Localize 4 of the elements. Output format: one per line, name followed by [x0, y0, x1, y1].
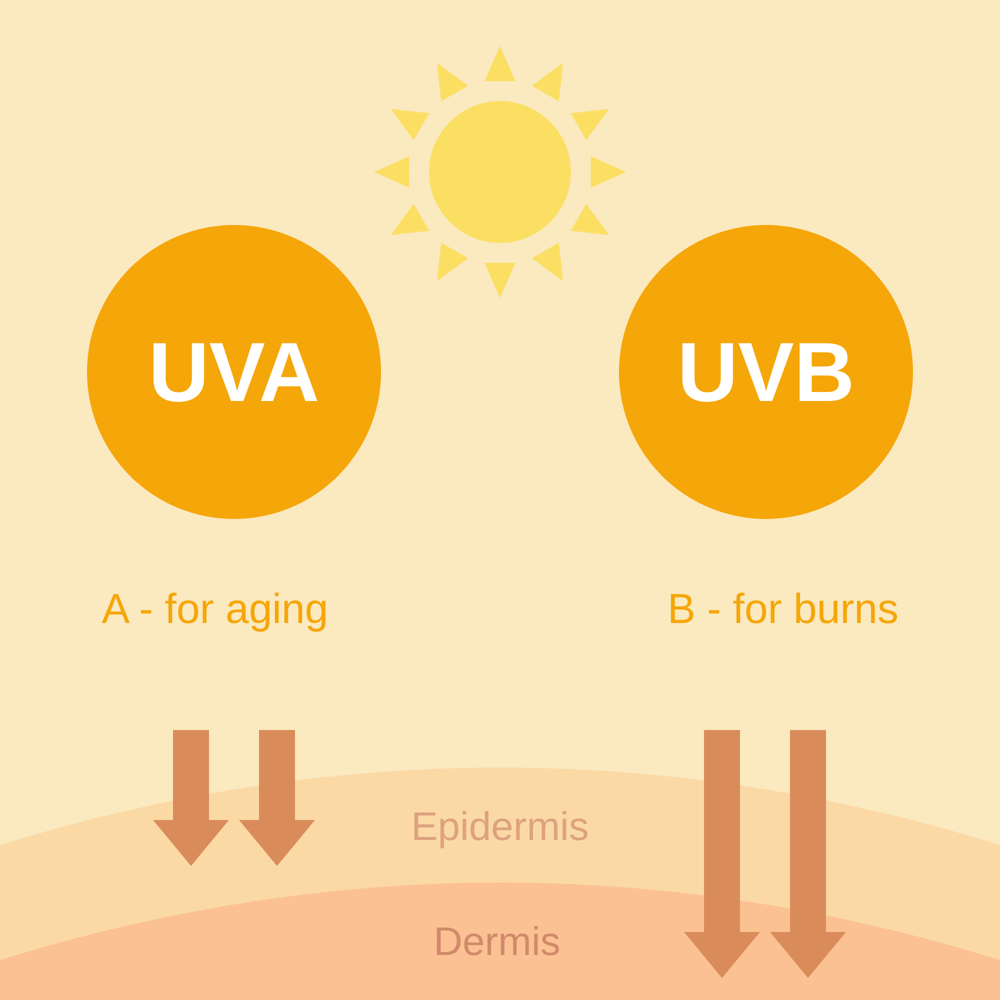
node-label: B - for burns: [667, 585, 899, 633]
circle-label: UVB: [677, 324, 855, 420]
node-label: A - for aging: [102, 585, 328, 633]
circle-label: UVA: [148, 324, 320, 420]
